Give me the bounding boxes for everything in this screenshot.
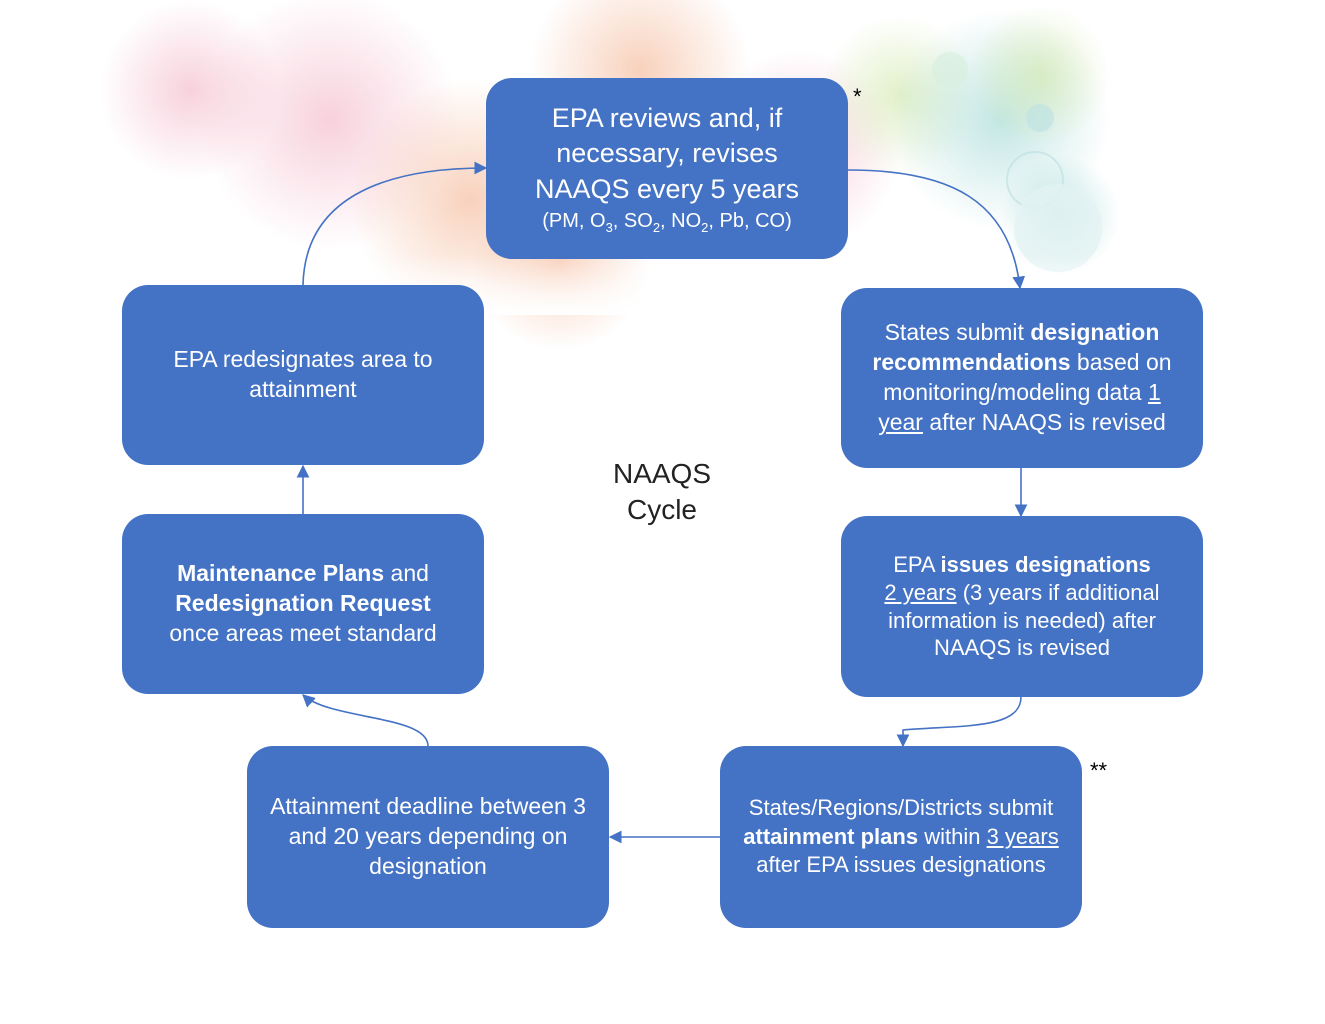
arrow-review-to-submit — [847, 169, 1026, 290]
review-line-1: EPA reviews and, if — [551, 102, 783, 133]
node-submit-attainment-plans: States/Regions/Districts submit attainme… — [720, 746, 1082, 928]
arrow-redesignate-to-review — [302, 161, 488, 286]
review-pollutants: (PM, O3, SO2, NO2, Pb, CO) — [542, 210, 792, 236]
node-maintenance-plans: Maintenance Plans and Redesignation Requ… — [122, 514, 484, 694]
redesignate-text: EPA redesignates area to attainment — [173, 346, 433, 402]
cycle-center-label: NAAQS Cycle — [572, 456, 752, 529]
maintenance-text: Maintenance Plans and Redesignation Requ… — [169, 560, 437, 646]
attain-plans-text: States/Regions/Districts submit attainme… — [743, 795, 1059, 878]
node-attainment-deadline: Attainment deadline between 3 and 20 yea… — [247, 746, 609, 928]
footnote-mark-double: ** — [1090, 758, 1108, 783]
review-line-3: NAAQS every 5 years — [534, 174, 800, 205]
node-epa-redesignates: EPA redesignates area to attainment — [122, 285, 484, 465]
deadline-text: Attainment deadline between 3 and 20 yea… — [270, 793, 586, 879]
center-label-line-2: Cycle — [626, 494, 697, 526]
arrow-deadline-to-maintenance — [302, 694, 429, 747]
submit-recs-text: States submit designation recommendation… — [872, 319, 1172, 435]
node-epa-reviews-naaqs: EPA reviews and, if necessary, revises N… — [486, 78, 848, 259]
center-label-line-1: NAAQS — [612, 458, 712, 489]
node-states-submit-recommendations: States submit designation recommendation… — [841, 288, 1203, 468]
arrow-issue-to-plans — [896, 696, 1022, 748]
review-line-2: necessary, revises — [556, 138, 778, 169]
footnote-mark-single: * — [853, 84, 862, 109]
